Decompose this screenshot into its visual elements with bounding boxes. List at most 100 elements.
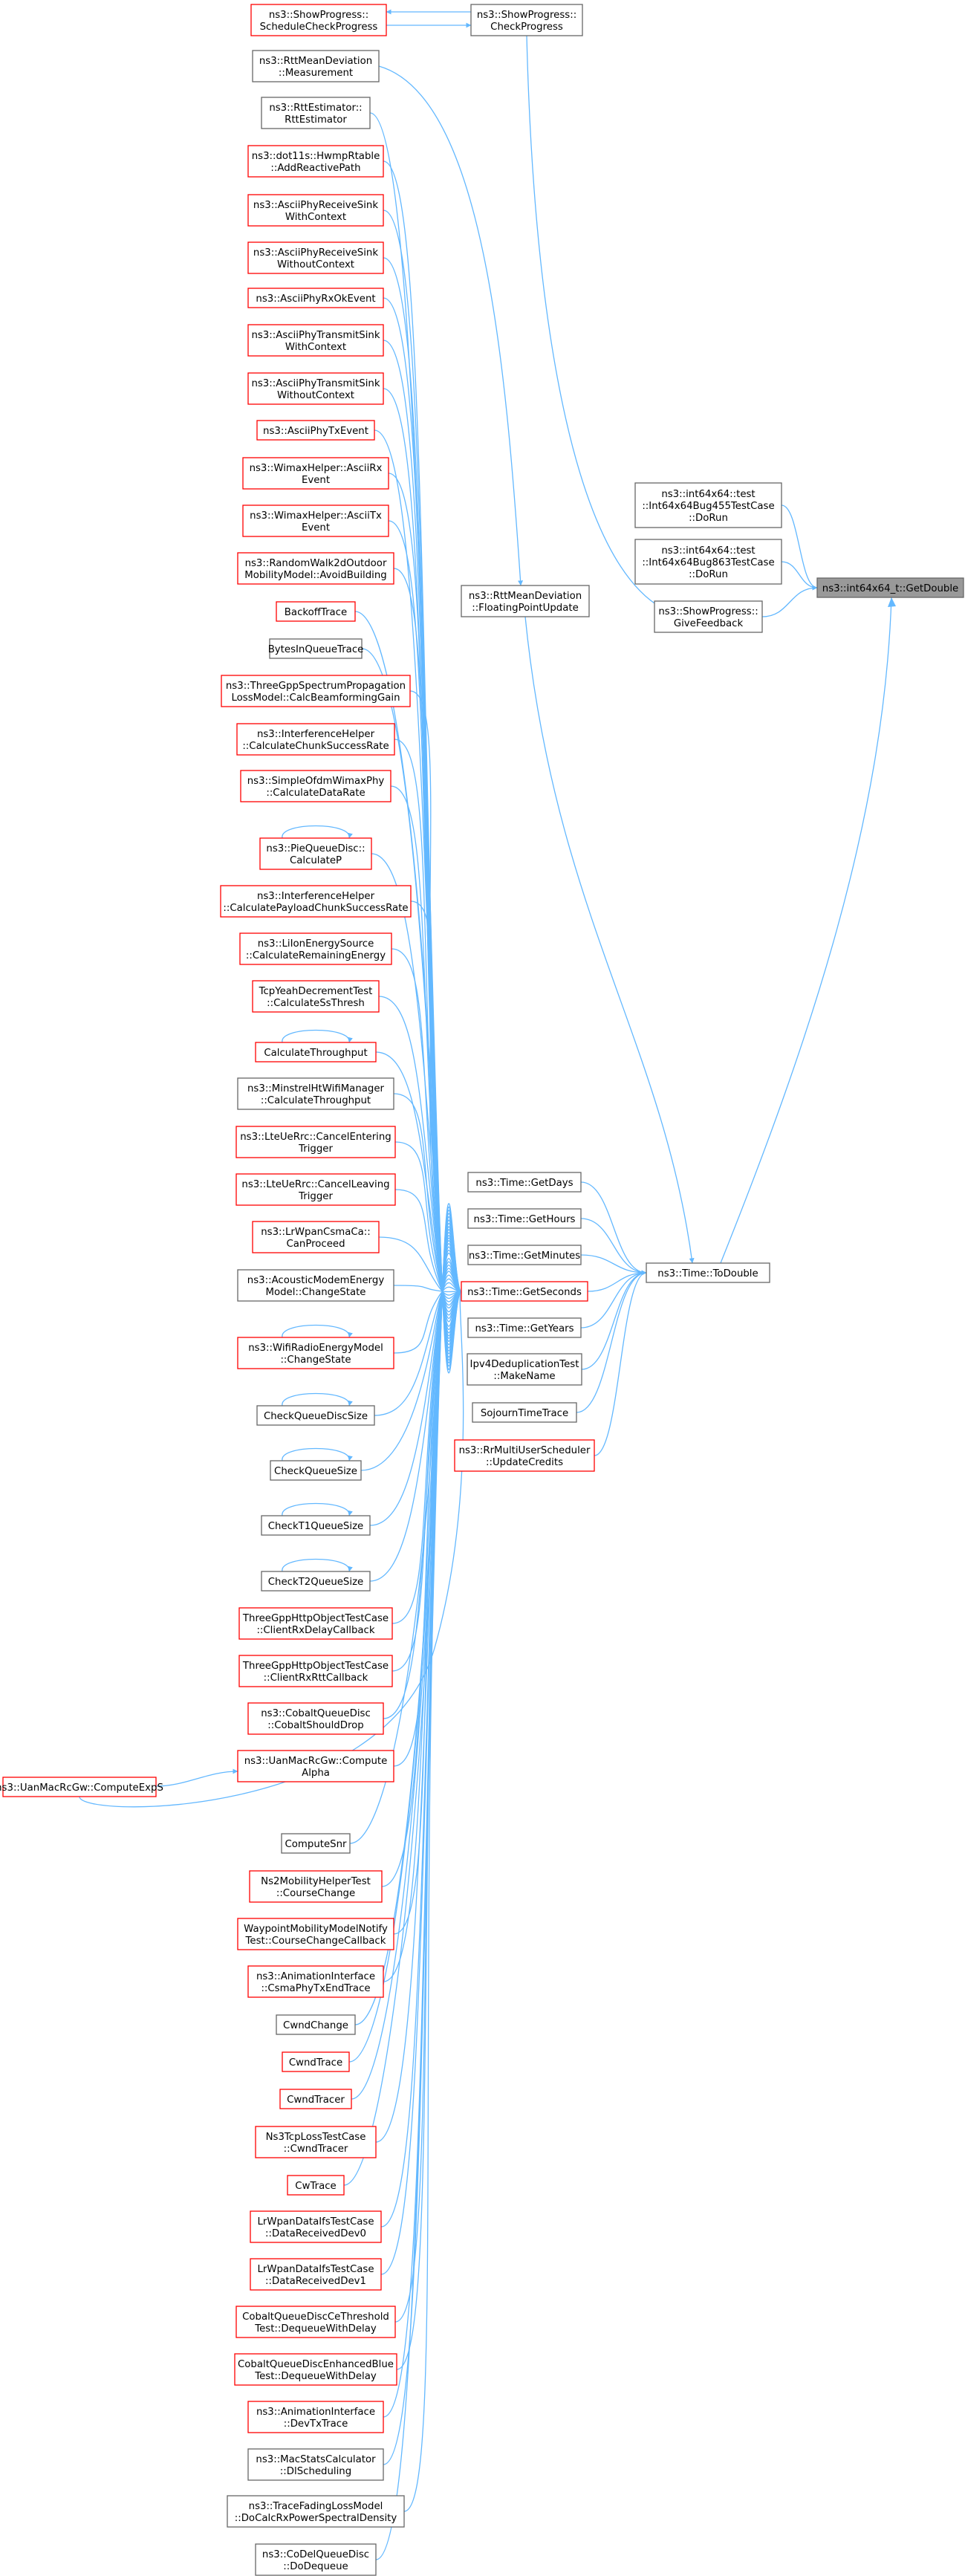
node-rttestimator[interactable]: ns3::RttEstimator::RttEstimator [261, 97, 371, 129]
node-wifichange[interactable]: ns3::WifiRadioEnergyModel::ChangeState [237, 1337, 394, 1369]
node-devtxtrace[interactable]: ns3::AnimationInterface::DevTxTrace [247, 2401, 384, 2433]
node-coursechange[interactable]: Ns2MobilityHelperTest::CourseChange [249, 1870, 383, 1903]
node-box [654, 600, 763, 633]
edge-getyears-todouble [580, 1270, 647, 1328]
edge-measurement-fpupdate [378, 65, 524, 586]
node-label-line: ::CalculateDataRate [266, 788, 365, 799]
node-coursechangecb[interactable]: WaypointMobilityModelNotifyTest::CourseC… [237, 1918, 394, 1950]
node-makename[interactable]: Ipv4DeduplicationTest::MakeName [467, 1353, 582, 1386]
node-chunksuccess[interactable]: ns3::InterferenceHelper::CalculateChunkS… [236, 723, 395, 756]
node-payloadchunk[interactable]: ns3::InterferenceHelper::CalculatePayloa… [220, 885, 412, 918]
node-box [269, 638, 363, 659]
node-cethreshold[interactable]: CobaltQueueDiscCeThresholdTest::DequeueW… [235, 2306, 396, 2338]
node-box [237, 552, 394, 585]
node-cwndchange[interactable]: CwndChange [276, 2014, 356, 2035]
node-label-line: ns3::LrWpanCsmaCa:: [261, 1227, 371, 1238]
node-computesnr[interactable]: ComputeSnr [281, 1833, 351, 1854]
node-enhancedblue[interactable]: CobaltQueueDiscEnhancedBlueTest::Dequeue… [234, 2353, 397, 2386]
node-label-line: ::Int64x64Bug863TestCase [642, 557, 774, 568]
node-cqsize[interactable]: CheckQueueSize [270, 1460, 362, 1481]
node-label-line: ns3::int64x64::test [661, 489, 755, 500]
node-docalcrx[interactable]: ns3::TraceFadingLossModel::DoCalcRxPower… [227, 2495, 405, 2528]
node-measurement[interactable]: ns3::RttMeanDeviation::Measurement [252, 50, 380, 82]
node-box [467, 1172, 582, 1193]
node-box [238, 1655, 393, 1687]
node-beamforming[interactable]: ns3::ThreeGppSpectrumPropagationLossMode… [221, 675, 411, 707]
node-fpupdate[interactable]: ns3::RttMeanDeviation::FloatingPointUpda… [461, 585, 590, 617]
node-calculatep[interactable]: ns3::PieQueueDisc::CalculateP [259, 837, 372, 870]
node-phyrxok[interactable]: ns3::AsciiPhyRxOkEvent [247, 288, 384, 308]
node-addreactive[interactable]: ns3::dot11s::HwmpRtable::AddReactivePath [247, 145, 384, 178]
node-csmaphytxend[interactable]: ns3::AnimationInterface::CsmaPhyTxEndTra… [247, 1965, 384, 1998]
edge-canproceed-getseconds [378, 1236, 462, 1296]
edge-getminutes-todouble [580, 1254, 647, 1276]
node-cwndtrace[interactable]: CwndTrace [282, 2051, 350, 2072]
node-bytesinqueue[interactable]: BytesInQueueTrace [268, 638, 364, 659]
node-canproceed[interactable]: ns3::LrWpanCsmaCa::CanProceed [252, 1221, 380, 1253]
node-box [247, 324, 384, 357]
node-clientrxrtt[interactable]: ThreeGppHttpObjectTestCase::ClientRxRttC… [238, 1655, 393, 1687]
node-cqdsize[interactable]: CheckQueueDiscSize [256, 1405, 375, 1426]
node-calcthroughput[interactable]: CalculateThroughput [255, 1042, 377, 1062]
node-bug455[interactable]: ns3::int64x64::test::Int64x64Bug455TestC… [634, 482, 782, 528]
node-givefeedback[interactable]: ns3::ShowProgress::GiveFeedback [654, 600, 763, 633]
node-cobaltdrop[interactable]: ns3::CobaltQueueDisc::CobaltShouldDrop [247, 1702, 384, 1735]
node-box [240, 770, 391, 802]
node-getdays[interactable]: ns3::Time::GetDays [467, 1172, 582, 1193]
node-todouble[interactable]: ns3::Time::ToDouble [646, 1262, 770, 1283]
node-box [237, 1337, 394, 1369]
edge-payloadchunk-getseconds [410, 901, 462, 1319]
node-dodequeue[interactable]: ns3::CoDelQueueDisc::DoDequeue [255, 2543, 377, 2576]
node-box [239, 932, 392, 965]
node-label-line: CheckQueueSize [274, 1466, 357, 1477]
node-label-line: ns3::InterferenceHelper [257, 729, 375, 740]
node-dlscheduling[interactable]: ns3::MacStatsCalculator::DlScheduling [247, 2448, 384, 2481]
node-datarate[interactable]: ns3::SimpleOfdmWimaxPhy::CalculateDataRa… [240, 770, 391, 802]
node-getseconds[interactable]: ns3::Time::GetSeconds [461, 1281, 588, 1302]
node-acousticchange[interactable]: ns3::AcousticModemEnergyModel::ChangeSta… [237, 1269, 394, 1302]
edge-cancelentering-getseconds [394, 1141, 462, 1302]
node-getminutes[interactable]: ns3::Time::GetMinutes [467, 1245, 582, 1265]
node-sojourn[interactable]: SojournTimeTrace [472, 1402, 577, 1423]
node-ssthresh[interactable]: TcpYeahDecrementTest::CalculateSsThresh [252, 980, 380, 1013]
node-phytxevent[interactable]: ns3::AsciiPhyTxEvent [256, 420, 375, 441]
node-box [259, 837, 372, 870]
node-checkprogress[interactable]: ns3::ShowProgress::CheckProgress [470, 4, 583, 36]
node-clientrxdelay[interactable]: ThreeGppHttpObjectTestCase::ClientRxDela… [238, 1607, 393, 1640]
node-cwndtracer[interactable]: CwndTracer [279, 2089, 352, 2109]
node-box [281, 1833, 351, 1854]
node-backofftrace[interactable]: BackoffTrace [276, 601, 356, 622]
node-ct2size[interactable]: CheckT2QueueSize [261, 1571, 371, 1592]
node-label-line: WithoutContext [277, 259, 354, 270]
node-remainingenergy[interactable]: ns3::LiIonEnergySource::CalculateRemaini… [239, 932, 392, 965]
node-box [282, 2051, 350, 2072]
node-cwtrace[interactable]: CwTrace [287, 2175, 345, 2196]
node-getyears[interactable]: ns3::Time::GetYears [467, 1317, 582, 1338]
node-label-line: ns3::AsciiPhyTxEvent [263, 426, 368, 437]
node-avoidbuilding[interactable]: ns3::RandomWalk2dOutdoorMobilityModel::A… [237, 552, 394, 585]
edge-gethours-todouble [580, 1218, 647, 1276]
node-ct1size[interactable]: CheckT1QueueSize [261, 1515, 371, 1536]
node-schedulecheck[interactable]: ns3::ShowProgress::ScheduleCheckProgress [250, 4, 387, 36]
node-datarecv1[interactable]: LrWpanDataIfsTestCase::DataReceivedDev1 [250, 2258, 382, 2291]
node-bug863[interactable]: ns3::int64x64::test::Int64x64Bug863TestC… [634, 539, 782, 585]
edge-cancelleaving-getseconds [394, 1189, 462, 1300]
node-datarecv0[interactable]: LrWpanDataIfsTestCase::DataReceivedDev0 [250, 2210, 382, 2243]
node-label-line: ::Int64x64Bug455TestCase [642, 501, 774, 512]
node-label-line: ::CalculatePayloadChunkSuccessRate [223, 903, 408, 914]
node-computeexps[interactable]: ns3::UanMacRcGw::ComputeExpS [0, 1777, 163, 1797]
node-minstrelthroughput[interactable]: ns3::MinstrelHtWifiManager::CalculateThr… [237, 1077, 394, 1110]
node-gethours[interactable]: ns3::Time::GetHours [467, 1208, 582, 1229]
node-ns3tcpcwnd[interactable]: Ns3TcpLossTestCase::CwndTracer [255, 2126, 377, 2158]
node-label-line: ::CalculateThroughput [261, 1095, 371, 1106]
node-updatecredits[interactable]: ns3::RrMultiUserScheduler::UpdateCredits [454, 1439, 595, 1472]
